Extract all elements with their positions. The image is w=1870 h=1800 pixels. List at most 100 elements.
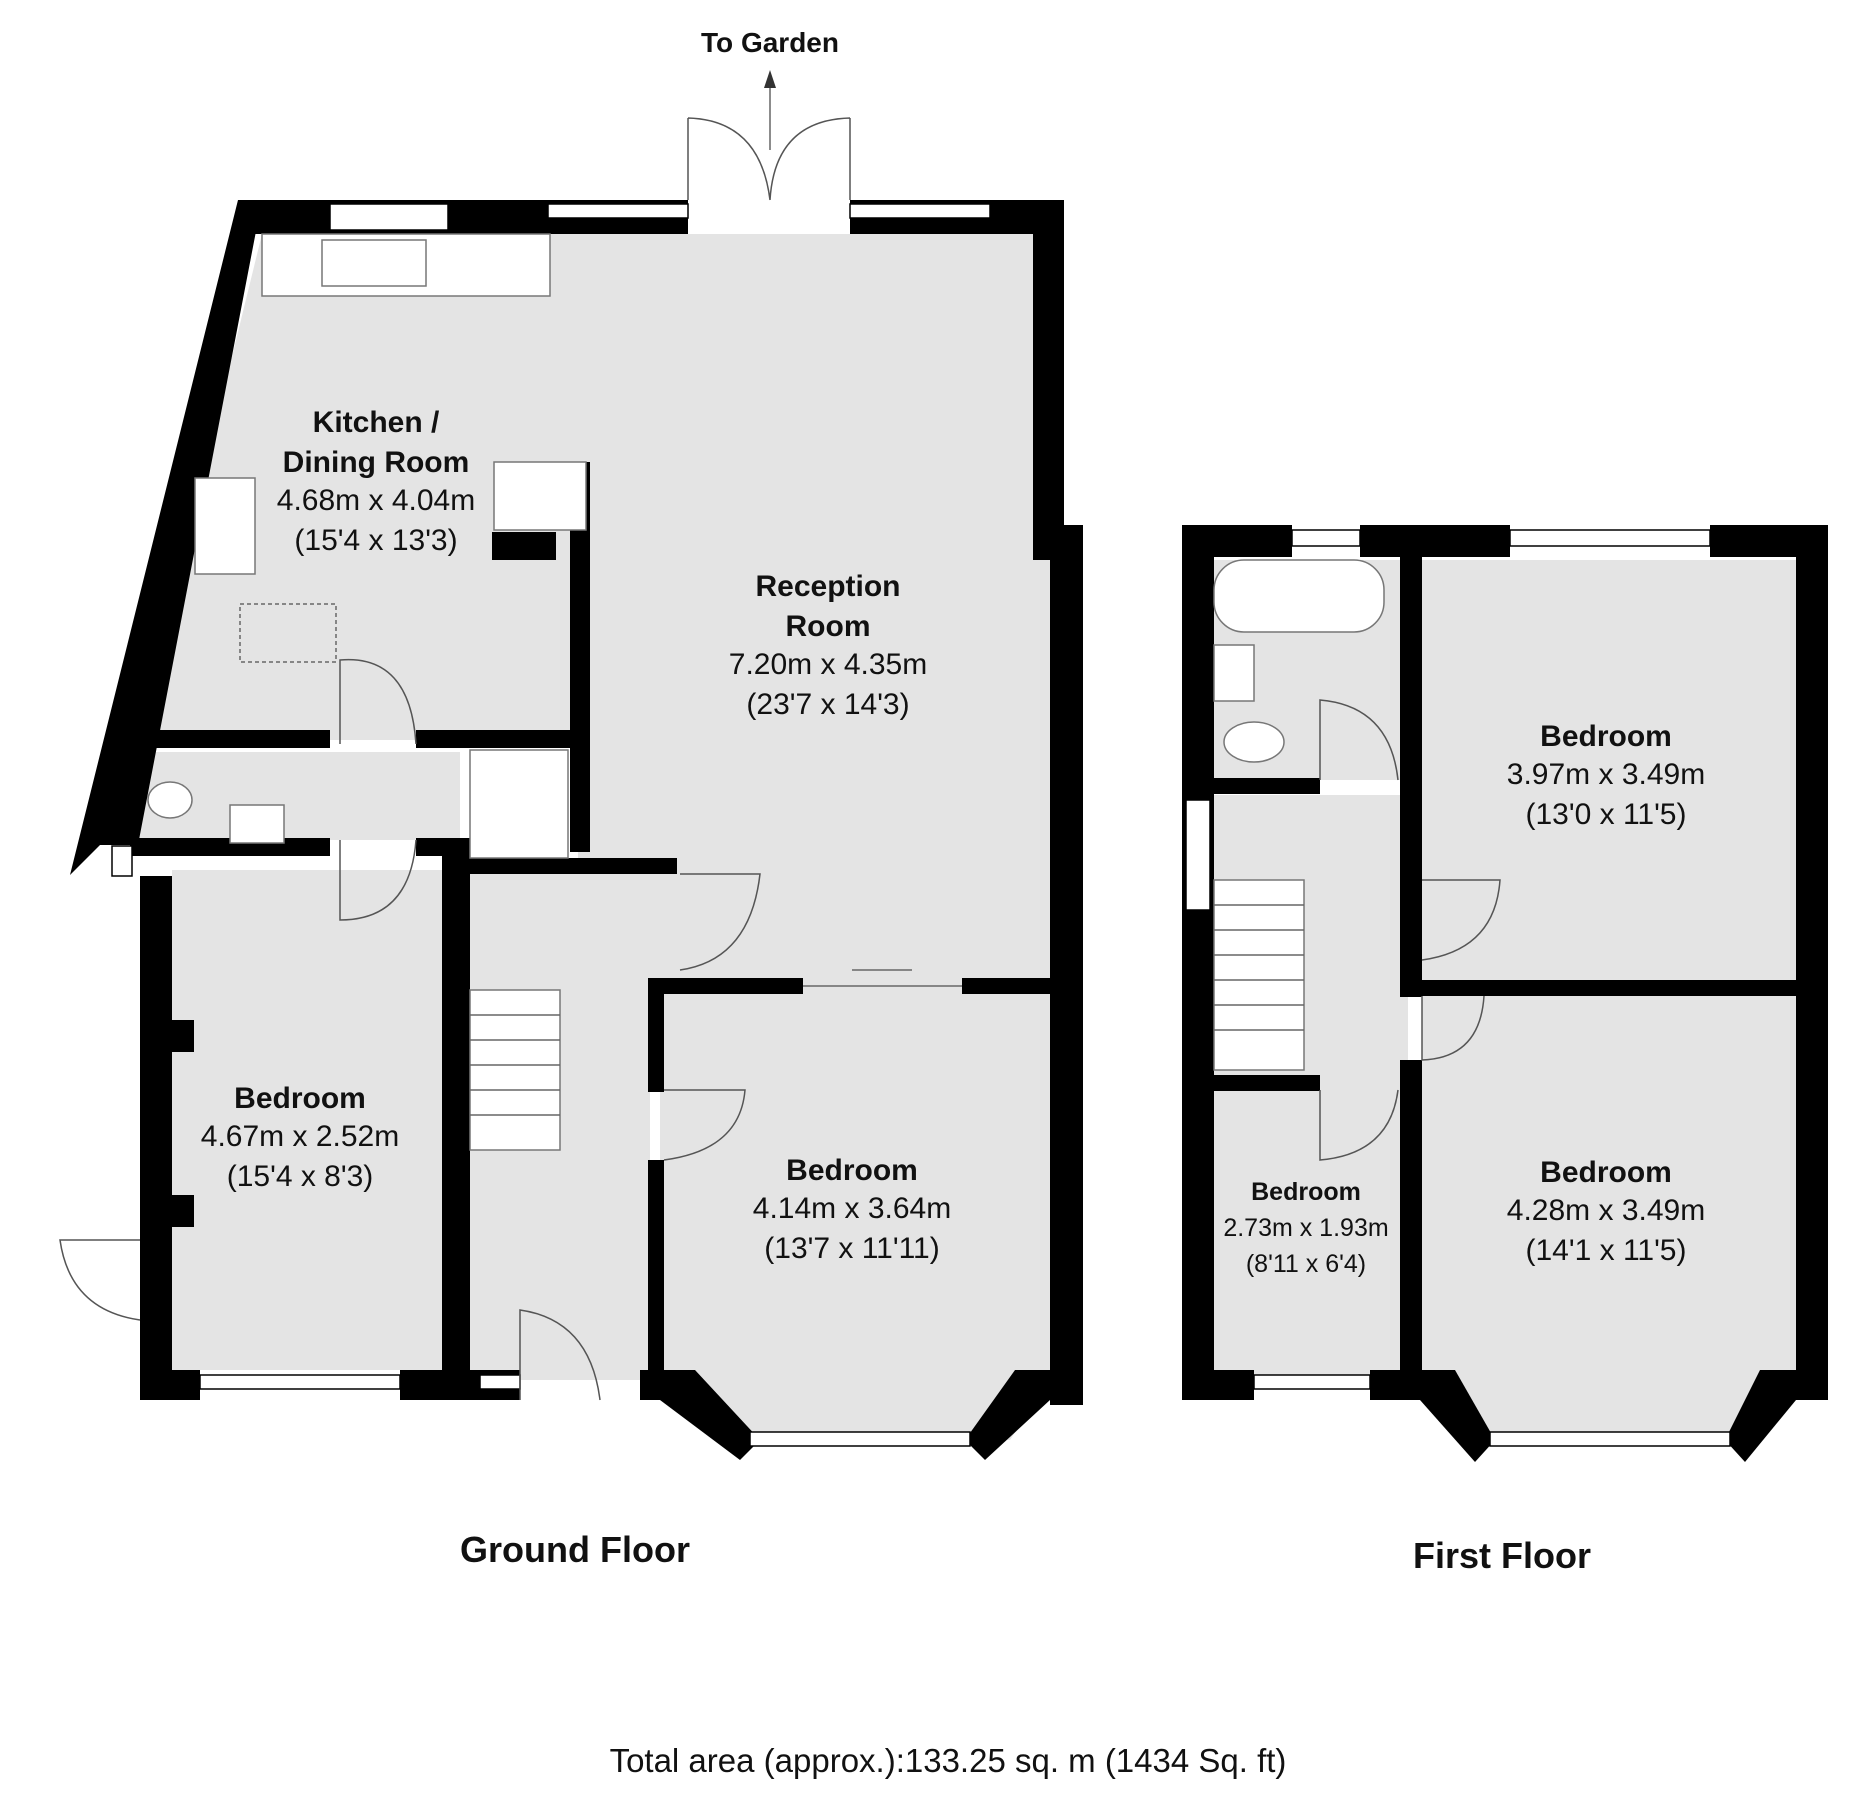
rear-window-right: [849, 203, 991, 219]
bedroom-ff-front-floor: [1422, 996, 1796, 1440]
kitchen-door[interactable]: [339, 658, 417, 745]
right-wall-lower: [1050, 525, 1083, 1405]
bedroom-left-name: Bedroom: [234, 1082, 366, 1115]
bedroom-left-floor: [172, 870, 442, 1370]
kitchen-unit-wall: [492, 532, 556, 560]
bedroom-front-imperial: (13'7 x 11'11): [764, 1232, 939, 1265]
reception-floor: [578, 520, 1054, 990]
hob-icon: [194, 477, 256, 575]
fridge-icon: [493, 461, 587, 531]
reception-name-2: Room: [786, 610, 871, 643]
ff-stairs: [1213, 879, 1305, 1071]
total-area: Total area (approx.):133.25 sq. m (1434 …: [610, 1742, 1287, 1779]
bedroom-rear-window: [1509, 529, 1711, 547]
kitchen-metric: 4.68m x 4.04m: [277, 484, 475, 517]
reception-bedroom-wall: [648, 978, 803, 994]
front-door[interactable]: [519, 1309, 601, 1401]
reception-name-1: Reception: [755, 570, 900, 603]
hall-bedroom-wall-2: [648, 1160, 664, 1390]
sink-icon: [321, 239, 427, 287]
hall-bedroom-wall: [648, 980, 664, 1092]
ff-bedroom-front-name: Bedroom: [1540, 1156, 1672, 1189]
hall-reception-wall: [462, 858, 677, 874]
ff-bedroom-rear-name: Bedroom: [1540, 720, 1672, 753]
kitchen-name-2: Dining Room: [283, 446, 470, 479]
ff-bedroom-front-imperial: (14'1 x 11'5): [1526, 1234, 1687, 1267]
bath-basin-icon: [1213, 644, 1255, 702]
bath-toilet-icon: [1223, 721, 1285, 763]
kitchen-pillar: [570, 462, 590, 852]
hall-bedroom-door[interactable]: [663, 1089, 746, 1161]
reception-bedroom-wall-2: [962, 978, 1057, 994]
kitchen-imperial: (15'4 x 13'3): [294, 524, 457, 557]
side-door[interactable]: [59, 1239, 141, 1321]
garden-doors[interactable]: [687, 117, 851, 201]
ff-rear-wall-2: [1360, 525, 1510, 557]
kitchen-rear-window: [329, 203, 449, 231]
reception-right-wall: [1033, 200, 1064, 560]
bathroom-door[interactable]: [1319, 699, 1399, 781]
ground-stairs: [469, 989, 561, 1151]
bedroom-rear-door[interactable]: [1421, 879, 1501, 961]
bath-icon: [1213, 559, 1385, 633]
ff-bedroom-front-metric: 4.28m x 3.49m: [1507, 1194, 1705, 1227]
kitchen-name-1: Kitchen /: [313, 406, 440, 439]
ff-bay-left: [1420, 1370, 1495, 1462]
small-bedroom-wall: [1212, 1075, 1320, 1091]
wc-window: [111, 845, 133, 877]
garden-label: To Garden: [701, 27, 839, 58]
bedroom-front-metric: 4.14m x 3.64m: [753, 1192, 951, 1225]
left-wall: [140, 876, 172, 1400]
bath-window: [1291, 529, 1361, 547]
bedroom-left-front-window: [199, 1374, 401, 1390]
ff-front-wall-1: [1182, 1370, 1254, 1400]
ff-bedroom-rear-imperial: (13'0 x 11'5): [1526, 798, 1687, 831]
ground-floor-plan: To Garden Kitchen / Dining Room 4.68m x …: [59, 27, 1083, 1570]
bath-landing-wall: [1212, 778, 1320, 794]
bedroom-ff-bay-window: [1489, 1431, 1731, 1447]
ff-bedroom-small-metric: 2.73m x 1.93m: [1223, 1214, 1388, 1242]
front-wall-left: [140, 1370, 200, 1400]
kitchen-wc-wall: [130, 730, 330, 748]
ff-bedroom-rear-metric: 3.97m x 3.49m: [1507, 758, 1705, 791]
wc-door[interactable]: [339, 839, 417, 921]
kitchen-wc-wall-2: [416, 730, 586, 748]
bedroom-small-floor: [1212, 1085, 1408, 1375]
bay-wall-left: [660, 1370, 760, 1460]
first-floor-plan: Bedroom 3.97m x 3.49m (13'0 x 11'5) Bedr…: [1182, 525, 1828, 1576]
ff-right-wall: [1796, 525, 1828, 1400]
ff-rear-wall-1: [1182, 525, 1292, 557]
toilet-icon: [147, 781, 193, 819]
bedroom-ff-front-door[interactable]: [1421, 995, 1485, 1061]
reception-imperial: (23'7 x 14'3): [746, 688, 909, 721]
bedroom-left-wall-jog: [172, 1020, 194, 1052]
bedroom-left-imperial: (15'4 x 8'3): [227, 1160, 374, 1193]
bedroom-rear-floor: [1422, 560, 1796, 980]
reception-metric: 7.20m x 4.35m: [729, 648, 927, 681]
kitchen-angled-wall: [70, 200, 262, 875]
bay-wall-right: [965, 1370, 1050, 1460]
small-bedroom-right-wall: [1400, 1060, 1422, 1390]
bedroom-bay-window: [749, 1431, 971, 1447]
bedroom-hall-wall: [442, 838, 470, 1400]
ground-floor-title: Ground Floor: [460, 1529, 690, 1570]
shower-icon: [469, 749, 569, 859]
garden-arrow-icon: [764, 70, 776, 88]
ff-left-wall: [1182, 525, 1214, 1400]
rear-front-bedroom-wall: [1422, 980, 1796, 996]
landing-window: [1185, 799, 1211, 911]
ff-rear-wall-3: [1710, 525, 1828, 557]
front-door-side-window: [479, 1374, 521, 1390]
wc-basin-icon: [229, 804, 285, 844]
hall-reception-door[interactable]: [679, 873, 761, 971]
bedroom-front-name: Bedroom: [786, 1154, 918, 1187]
bedroom-left-metric: 4.67m x 2.52m: [201, 1120, 399, 1153]
bedroom-left-wall-jog-2: [172, 1195, 194, 1227]
bedroom-small-window: [1253, 1374, 1371, 1390]
first-floor-title: First Floor: [1413, 1535, 1591, 1576]
ff-bay-right: [1725, 1370, 1796, 1462]
bedroom-small-door[interactable]: [1319, 1089, 1399, 1161]
ff-bedroom-small-name: Bedroom: [1251, 1178, 1361, 1206]
bath-wall-right: [1400, 557, 1422, 997]
